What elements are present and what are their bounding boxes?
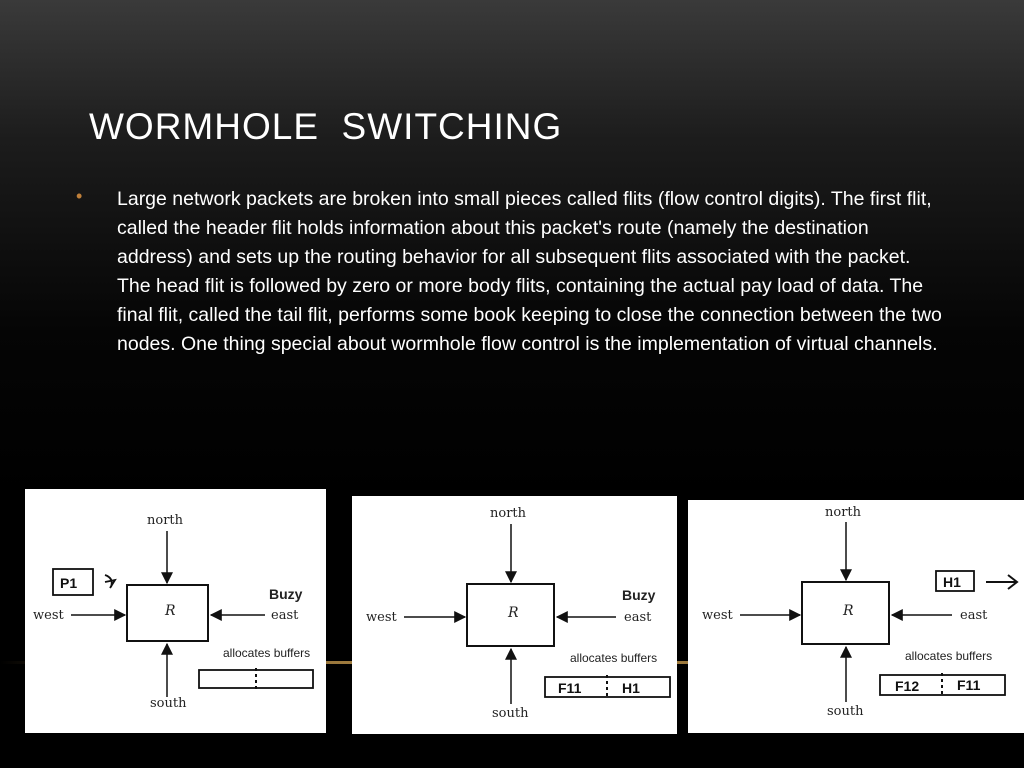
south-label: south — [827, 704, 864, 719]
buffer-box — [198, 669, 314, 689]
router-box — [126, 584, 209, 642]
router-label: R — [164, 603, 176, 619]
buffer-slot-2: F11 — [957, 677, 981, 693]
diagram-panel-2: north R west Buzy east allocates buffers… — [352, 496, 677, 734]
north-label: north — [490, 506, 527, 521]
buffer-slot-1: F11 — [558, 680, 582, 696]
west-label: west — [702, 608, 733, 623]
east-label: east — [271, 608, 299, 623]
bullet-text: Large network packets are broken into sm… — [117, 188, 942, 355]
router-box — [801, 581, 890, 645]
status-label: Buzy — [269, 586, 303, 602]
diagram-panel-3: north R west H1 east allocates buffers F… — [688, 500, 1024, 733]
router-box — [466, 583, 555, 647]
packet-box — [52, 568, 94, 596]
buffer-caption: allocates buffers — [570, 651, 657, 665]
east-label: east — [624, 610, 652, 625]
router-diagram-3: north R west H1 east allocates buffers F… — [702, 505, 1019, 719]
diagram-panel-1: north R P1 west Buzy east allocates buff… — [25, 489, 326, 733]
bullet-item: • Large network packets are broken into … — [76, 185, 946, 359]
packet-label: H1 — [943, 574, 961, 590]
west-label: west — [33, 608, 64, 623]
south-label: south — [492, 706, 529, 721]
buffer-caption: allocates buffers — [905, 649, 992, 663]
north-label: north — [825, 505, 862, 520]
router-diagram-2: north R west Buzy east allocates buffers… — [366, 506, 671, 721]
router-label: R — [842, 603, 854, 619]
south-label: south — [150, 696, 187, 711]
buffer-caption: allocates buffers — [223, 646, 310, 660]
bullet-dot-icon: • — [76, 186, 83, 206]
packet-label: P1 — [60, 575, 77, 591]
buffer-slot-2: H1 — [622, 680, 640, 696]
buffer-slot-1: F12 — [895, 678, 919, 694]
packet-box — [935, 570, 975, 592]
packet-arrowhead-icon — [104, 578, 117, 589]
east-label: east — [960, 608, 988, 623]
packet-out-arrowhead-icon — [1007, 574, 1019, 590]
slide-title: WORMHOLE SWITCHING — [89, 106, 563, 147]
router-label: R — [507, 605, 519, 621]
status-label: Buzy — [622, 587, 656, 603]
router-diagram-1: north R P1 west Buzy east allocates buff… — [33, 513, 314, 711]
north-label: north — [147, 513, 184, 528]
west-label: west — [366, 610, 397, 625]
